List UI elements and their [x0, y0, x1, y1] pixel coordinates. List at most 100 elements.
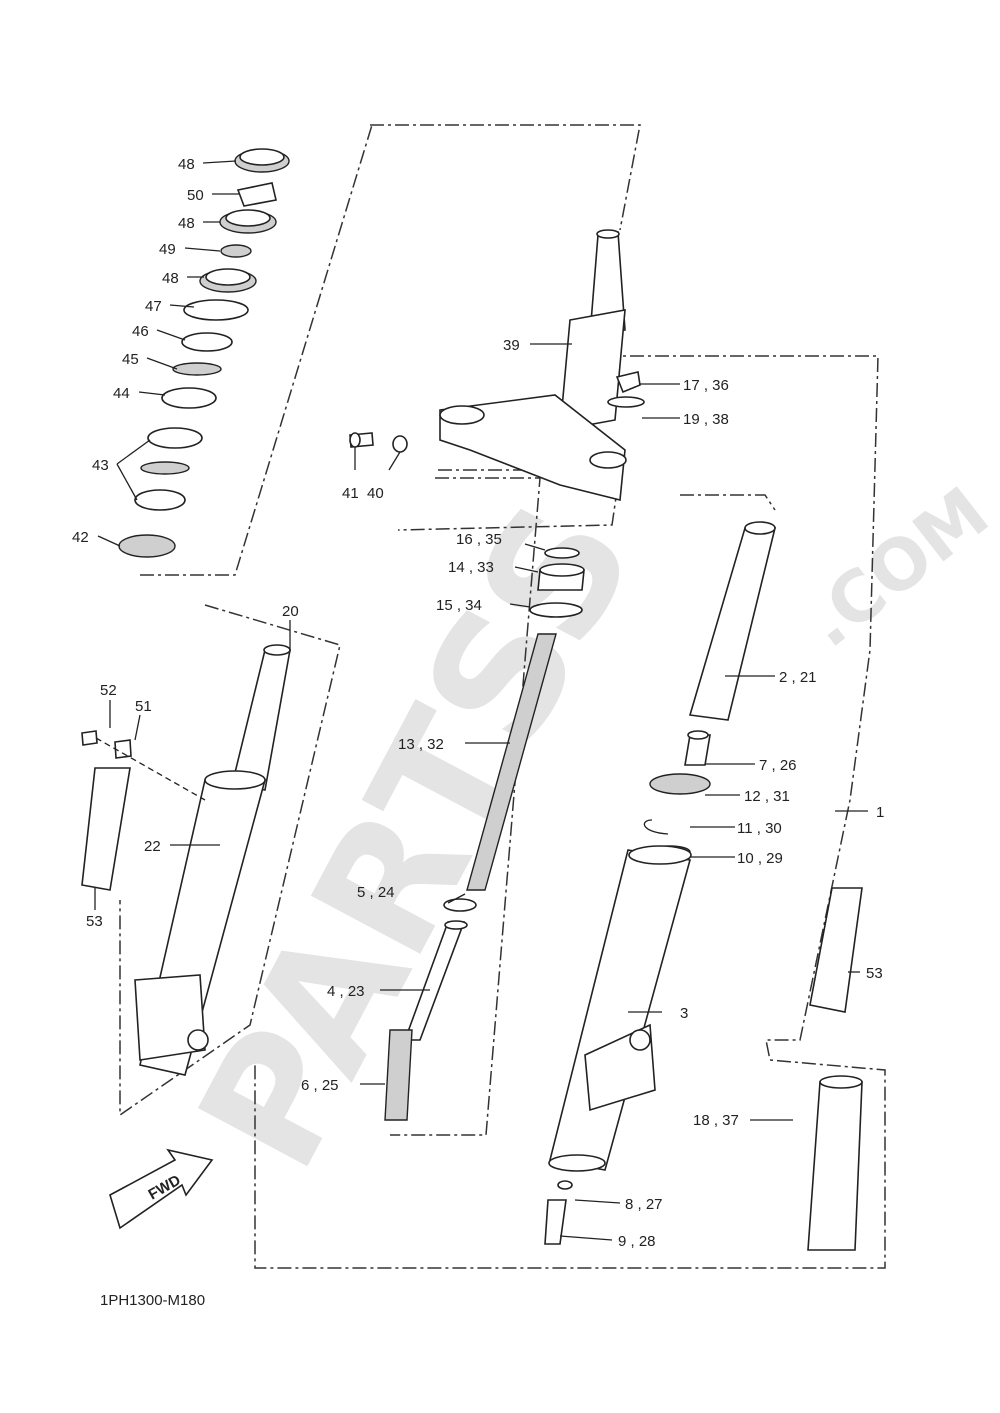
seal-ring — [529, 602, 583, 618]
bracket-clamp-left — [439, 405, 485, 425]
circlip — [544, 547, 580, 559]
label-5-24: 5 , 24 — [357, 884, 395, 901]
label-19-38: 19 , 38 — [683, 411, 729, 428]
left-outer-tube-top — [204, 770, 266, 790]
o-ring — [607, 396, 645, 408]
label-12-31: 12 , 31 — [744, 788, 790, 805]
damper-rod-top — [444, 920, 468, 930]
gasket — [557, 1180, 573, 1190]
tube-cover — [807, 1081, 863, 1251]
bearing-race-upper — [181, 332, 233, 352]
label-43: 43 — [92, 457, 109, 474]
axle-boss-right — [629, 1029, 651, 1051]
lock-washer — [236, 182, 277, 207]
label-6-25: 6 , 25 — [301, 1077, 339, 1094]
outer-tube-bottom — [548, 1154, 606, 1172]
label-15-34: 15 , 34 — [436, 597, 482, 614]
label-16-35: 16 , 35 — [456, 531, 502, 548]
label-2-21: 2 , 21 — [779, 669, 817, 686]
label-13-32: 13 , 32 — [398, 736, 444, 753]
rubber-washer — [220, 244, 252, 258]
label-20: 20 — [282, 603, 299, 620]
ring-nut-middle-top — [225, 209, 271, 227]
fork-internals — [384, 547, 585, 1121]
stem-top — [596, 229, 620, 239]
damper-group-outline — [680, 494, 776, 511]
fwd-arrow: FWD — [109, 1148, 214, 1230]
bolt-52 — [81, 730, 98, 746]
label-49: 49 — [159, 241, 176, 258]
label-52: 52 — [100, 682, 117, 699]
label-1: 1 — [876, 804, 884, 821]
slide-metal-top — [687, 730, 709, 740]
piston-ring — [443, 898, 477, 912]
inner-tube — [688, 527, 777, 721]
right-fork-group-outline — [254, 355, 886, 1269]
tube-cover-top — [819, 1075, 863, 1089]
left-fork-group-outline — [119, 604, 341, 1117]
steering-group-outline — [140, 124, 641, 576]
oil-seal — [649, 773, 711, 795]
cover-left — [81, 767, 131, 891]
fwd-arrow-shape — [109, 1148, 214, 1230]
label-53-left: 53 — [86, 913, 103, 930]
label-45: 45 — [122, 351, 139, 368]
label-39: 39 — [503, 337, 520, 354]
label-7-26: 7 , 26 — [759, 757, 797, 774]
label-10-29: 10 , 29 — [737, 850, 783, 867]
diagram-code: 1PH1300-M180 — [100, 1292, 205, 1309]
ring-nut-lower-top — [205, 268, 251, 286]
label-48-upper: 48 — [178, 156, 195, 173]
watermark-tld: .COM — [790, 471, 1000, 663]
left-fork-assembly — [134, 644, 291, 1076]
steering-stem — [439, 229, 627, 502]
nut-51 — [114, 739, 132, 759]
ring-nut-upper-top — [239, 148, 285, 166]
label-48-middle: 48 — [178, 215, 195, 232]
bearing-cup-upper — [147, 427, 203, 449]
label-50: 50 — [187, 187, 204, 204]
left-inner-tube — [231, 649, 291, 791]
part-labels: 48 50 48 49 48 47 46 45 44 43 42 39 17 ,… — [72, 156, 884, 1309]
label-3: 3 — [680, 1005, 688, 1022]
washer-40 — [392, 435, 408, 453]
drain-bolt — [544, 1199, 567, 1245]
spring-seat-top — [539, 563, 585, 577]
oil-seal-clip — [643, 819, 669, 835]
bracket-clamp-right — [589, 451, 627, 469]
label-14-33: 14 , 33 — [448, 559, 494, 576]
leader-lines — [94, 160, 868, 1241]
label-48-lower: 48 — [162, 270, 179, 287]
bearing-cup-lower — [134, 489, 186, 511]
ball-race-lower — [140, 461, 190, 475]
under-bracket — [439, 394, 626, 502]
left-inner-tube-top — [263, 644, 291, 656]
cover-right — [809, 887, 863, 1013]
label-8-27: 8 , 27 — [625, 1196, 663, 1213]
bearing-cover — [183, 299, 249, 321]
label-18-37: 18 , 37 — [693, 1112, 739, 1129]
fork-spring — [466, 633, 557, 891]
label-22: 22 — [144, 838, 161, 855]
outer-tube-top — [628, 845, 692, 865]
label-42: 42 — [72, 529, 89, 546]
bearing-race-top — [161, 387, 217, 409]
label-53-right: 53 — [866, 965, 883, 982]
label-44: 44 — [113, 385, 130, 402]
internals-group-outline — [390, 477, 541, 1136]
label-40: 40 — [367, 485, 384, 502]
inner-tube-top — [744, 521, 776, 535]
label-9-28: 9 , 28 — [618, 1233, 656, 1250]
label-46: 46 — [132, 323, 149, 340]
label-17-36: 17 , 36 — [683, 377, 729, 394]
ball-race-upper — [172, 362, 222, 376]
bolt-41-head — [349, 432, 361, 448]
label-47: 47 — [145, 298, 162, 315]
left-axle-boss — [187, 1029, 209, 1051]
right-outer-tube — [548, 845, 692, 1172]
label-41: 41 — [342, 485, 359, 502]
label-51: 51 — [135, 698, 152, 715]
label-4-23: 4 , 23 — [327, 983, 365, 1000]
